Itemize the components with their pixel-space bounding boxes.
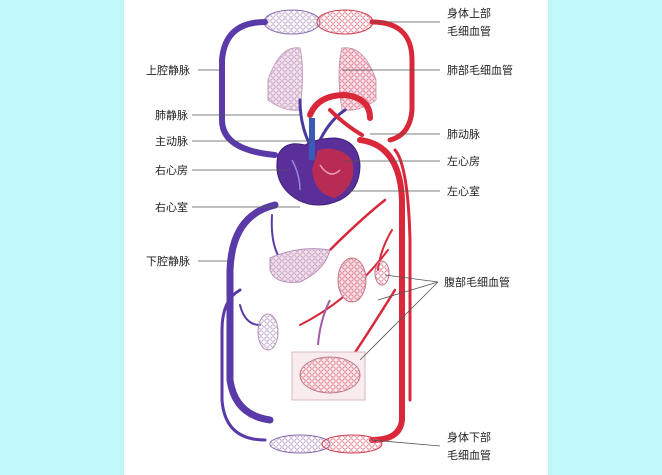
upper-body-capillaries <box>263 9 374 35</box>
leader-lines <box>192 21 441 447</box>
heart <box>276 118 361 206</box>
label-lung-capillaries: 肺部毛细血管 <box>447 64 513 77</box>
label-aorta: 主动脉 <box>155 135 188 148</box>
left-side-band <box>0 0 124 475</box>
label-superior-vena-cava: 上腔静脉 <box>146 64 190 77</box>
label-abdominal-capillaries: 腹部毛细血管 <box>444 276 510 289</box>
label-lower-body-capillaries-line1: 身体下部 <box>447 431 491 444</box>
label-inferior-vena-cava: 下腔静脉 <box>146 255 190 268</box>
label-lower-body-capillaries-line2: 毛细血管 <box>447 449 491 462</box>
label-left-ventricle: 左心室 <box>447 185 480 198</box>
venous-vessels <box>219 19 347 442</box>
label-upper-body-capillaries-line2: 毛细血管 <box>447 25 491 38</box>
abdominal-capillaries <box>257 248 390 401</box>
label-pulmonary-artery: 肺动脉 <box>447 128 480 141</box>
label-right-ventricle: 右心室 <box>155 201 188 214</box>
label-pulmonary-vein: 肺静脉 <box>155 109 188 122</box>
label-right-atrium: 右心房 <box>155 164 188 177</box>
arterial-vessels <box>299 19 415 443</box>
label-left-atrium: 左心房 <box>447 155 480 168</box>
label-upper-body-capillaries-line1: 身体上部 <box>447 7 491 20</box>
lung-capillaries <box>267 47 377 111</box>
lower-body-capillaries <box>269 434 383 454</box>
right-side-band <box>548 0 662 475</box>
